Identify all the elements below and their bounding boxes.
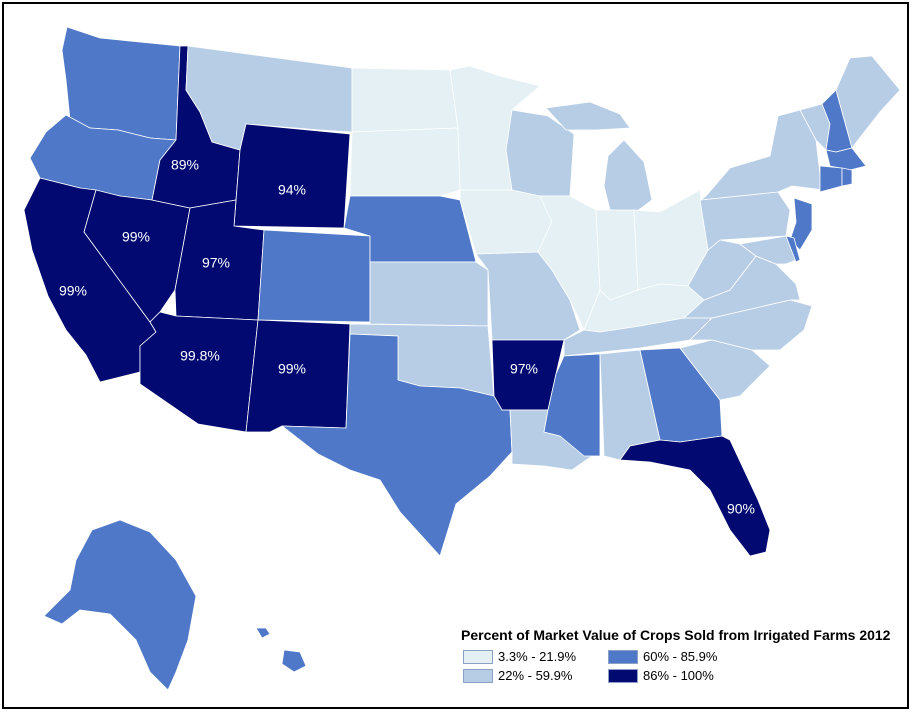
state-connecticut [819, 165, 843, 193]
state-north-dakota [351, 67, 459, 133]
state-south-dakota [349, 127, 461, 197]
state-alaska [43, 519, 197, 691]
label-arkansas: 97% [510, 361, 538, 377]
legend-swatch [463, 668, 493, 683]
state-rhode-island [841, 167, 853, 187]
legend-label: 22% - 59.9% [498, 668, 573, 683]
state-michigan-upper [545, 101, 631, 131]
legend-item-b4: 86% - 100% [608, 668, 768, 683]
label-new-mexico: 99% [278, 361, 306, 377]
state-illinois [537, 195, 601, 331]
state-delaware [785, 235, 801, 263]
legend-swatch [608, 668, 638, 683]
legend-item-b2: 22% - 59.9% [463, 668, 608, 683]
legend-label: 60% - 85.9% [643, 649, 718, 664]
label-california: 99% [59, 283, 87, 299]
state-hawaii-islands [255, 627, 271, 639]
state-iowa [459, 189, 553, 255]
state-florida [619, 435, 771, 557]
legend-swatch [608, 649, 638, 664]
state-new-jersey [789, 197, 813, 251]
legend-swatch [463, 649, 493, 664]
state-colorado [257, 229, 371, 323]
state-hawaii [281, 649, 307, 673]
state-new-york [699, 109, 825, 201]
state-maine [835, 55, 901, 149]
label-nevada: 99% [122, 229, 150, 245]
label-wyoming: 94% [278, 182, 306, 198]
legend: Percent of Market Value of Crops Sold fr… [461, 627, 909, 683]
label-arizona: 99.8% [180, 348, 220, 364]
state-michigan [603, 139, 653, 213]
state-wyoming [233, 123, 351, 229]
legend-title: Percent of Market Value of Crops Sold fr… [461, 627, 891, 643]
label-idaho: 89% [171, 157, 199, 173]
state-indiana [595, 209, 639, 301]
state-massachusetts [825, 147, 867, 171]
state-kansas [369, 261, 489, 327]
label-utah: 97% [202, 255, 230, 271]
state-texas [281, 333, 513, 557]
state-mississippi [543, 353, 601, 457]
state-arizona [139, 311, 259, 433]
legend-label: 3.3% - 21.9% [498, 649, 577, 664]
legend-item-b1: 3.3% - 21.9% [463, 649, 608, 664]
label-florida: 90% [727, 501, 755, 517]
legend-label: 86% - 100% [643, 668, 714, 683]
legend-item-b3: 60% - 85.9% [608, 649, 768, 664]
